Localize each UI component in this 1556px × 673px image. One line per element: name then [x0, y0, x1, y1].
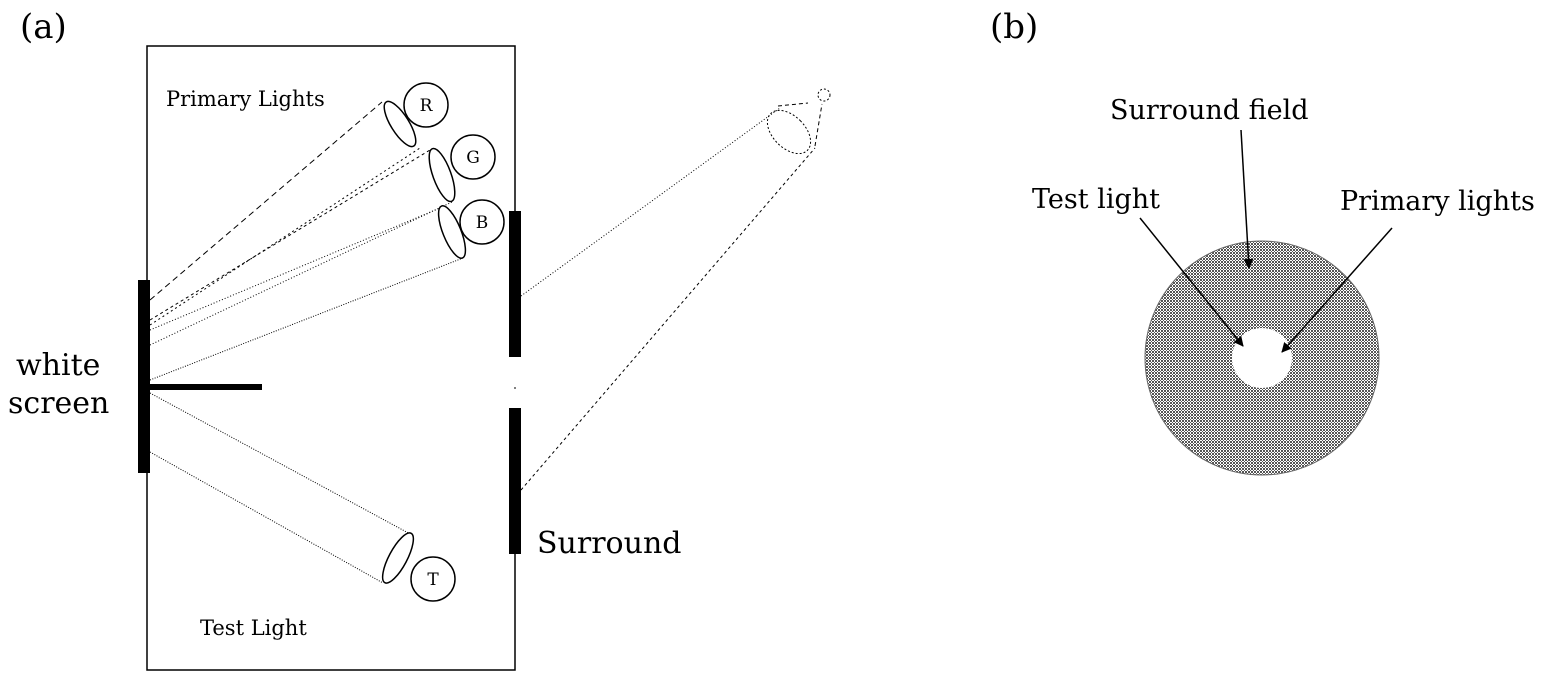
test-lens [381, 532, 415, 584]
panel-b-label: (b) [990, 7, 1038, 47]
white-screen-bar [138, 280, 150, 473]
surround-housing-side [814, 103, 823, 147]
center-test-field [1232, 328, 1292, 388]
test-beam-top [149, 392, 413, 536]
panel-b: (b) Surround field Test light Primary li… [990, 7, 1535, 476]
test-lamp-letter: T [427, 570, 439, 590]
primary-lights-callout: Primary lights [1340, 186, 1535, 217]
primary-lights-arrow [1281, 227, 1393, 353]
red-lamp-circle [403, 82, 449, 128]
red-beam-bottom [149, 147, 421, 326]
surround-housing-top [777, 102, 809, 107]
test-light-arrow [1139, 217, 1244, 347]
red-beam-top [149, 101, 383, 301]
surround-field-arrow [1240, 129, 1254, 269]
green-lens [428, 147, 456, 203]
surround-lamp [817, 88, 831, 102]
surround-beam-bottom [520, 147, 816, 491]
surround-projector [520, 88, 831, 491]
surround-label: Surround [537, 526, 681, 561]
lamp-red: R [383, 82, 449, 148]
surround-field-label: Surround field [1110, 95, 1309, 126]
test-lamp-circle [410, 556, 456, 602]
green-lamp-letter: G [466, 148, 480, 168]
white-screen-label-line1: white [16, 348, 100, 383]
panel-b-arrows [1139, 129, 1393, 353]
blue-beam-top [149, 207, 441, 331]
surround-beam-top [520, 107, 781, 297]
green-beam-top [149, 149, 431, 321]
green-lamp-circle [450, 134, 496, 180]
test-light-callout: Test light [1032, 184, 1160, 215]
red-lamp-letter: R [420, 96, 434, 116]
screen-partition [148, 384, 262, 390]
blue-beam-bottom [149, 257, 464, 381]
blue-lamp-letter: B [476, 213, 489, 233]
blue-lamp-circle [459, 199, 505, 245]
primary-beams [149, 101, 464, 381]
green-beam-bottom [149, 201, 453, 346]
lamp-test: T [381, 532, 456, 602]
red-lens [383, 100, 417, 148]
lamp-green: G [428, 134, 496, 203]
lamp-blue: B [437, 199, 505, 259]
test-light-label: Test Light [200, 616, 307, 640]
surround-lens [766, 109, 812, 155]
test-beam-bottom [149, 451, 384, 584]
test-beams [149, 392, 413, 584]
surround-aperture-top [509, 211, 521, 357]
primary-lights-label: Primary Lights [166, 87, 325, 111]
panel-a: (a) R [8, 7, 831, 671]
white-screen-label-line2: screen [8, 386, 109, 421]
surround-aperture-bottom [509, 408, 521, 554]
panel-a-label: (a) [20, 7, 67, 47]
